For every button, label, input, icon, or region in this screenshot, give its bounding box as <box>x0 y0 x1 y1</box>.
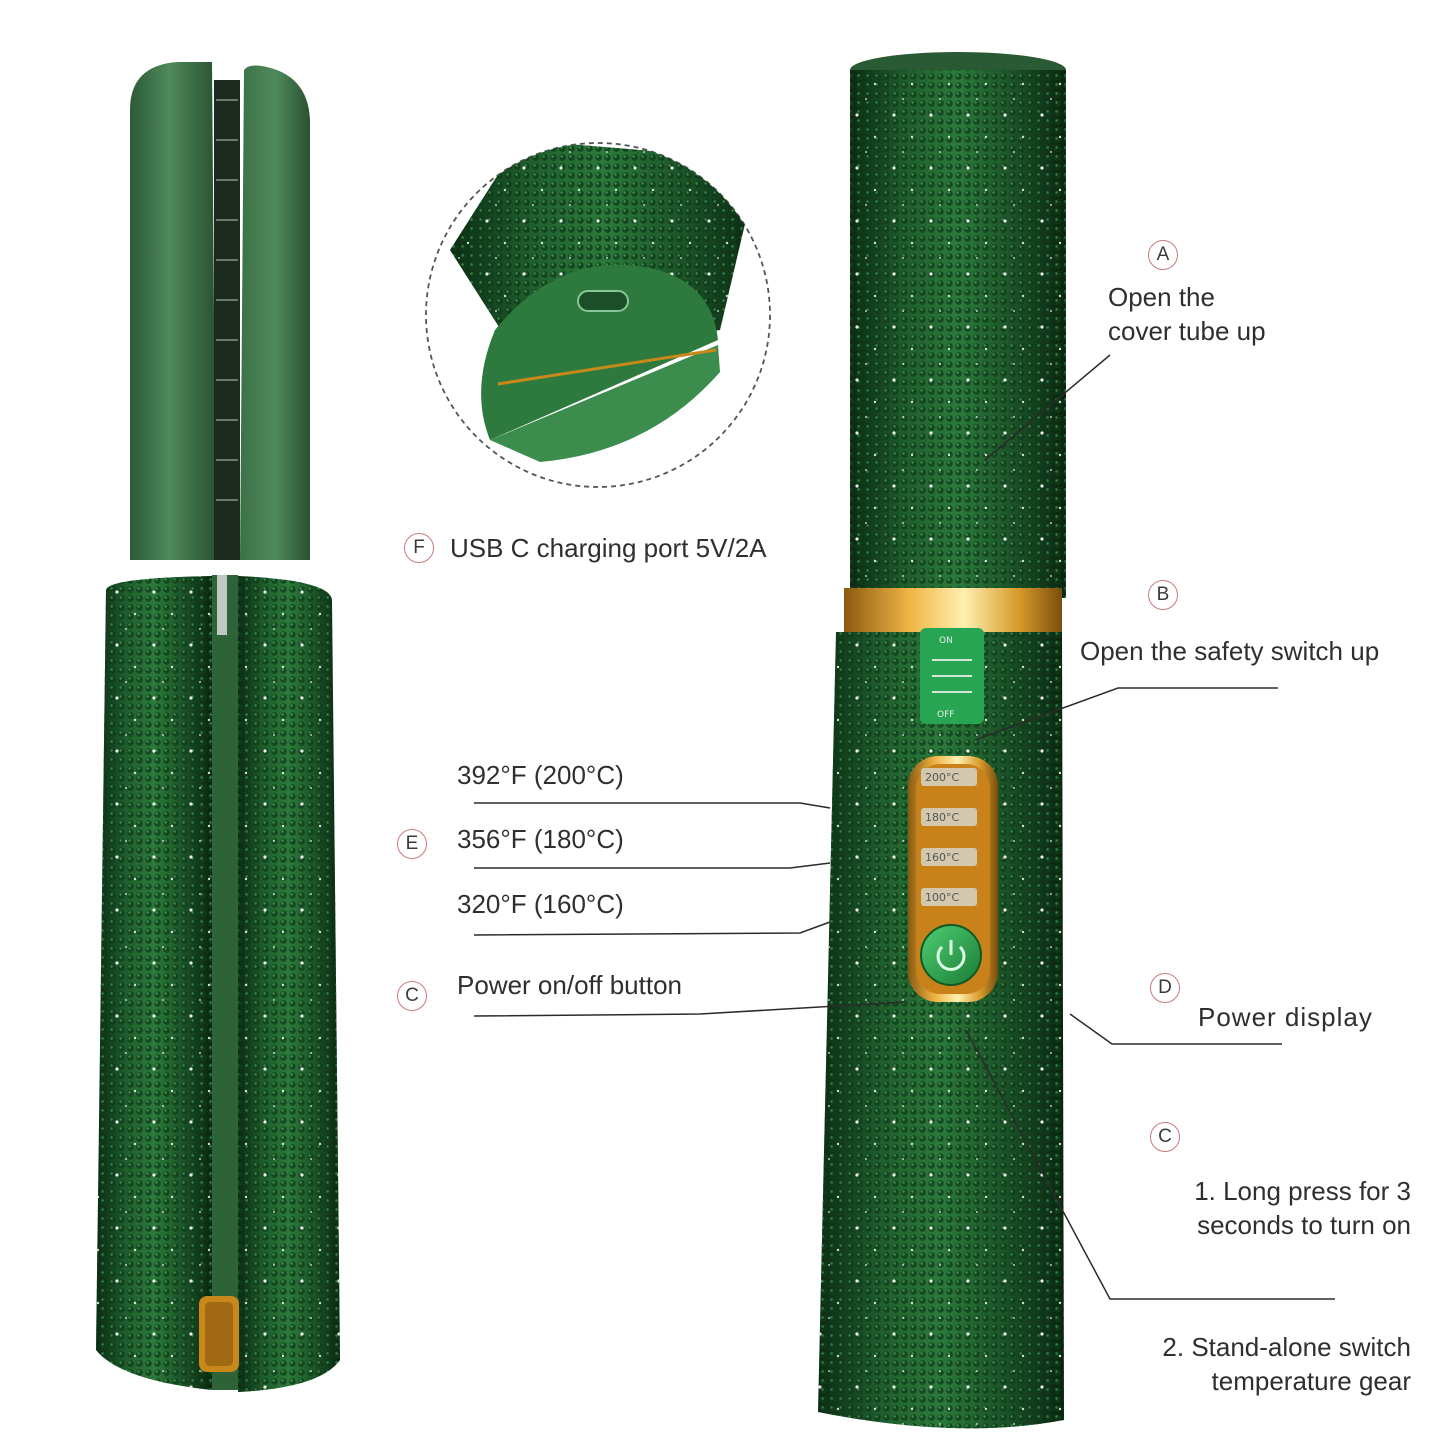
callout-b-text: Open the safety switch up <box>1080 636 1380 666</box>
callout-f-text: USB C charging port 5V/2A <box>450 533 767 563</box>
switch-off-label: OFF <box>937 710 954 720</box>
callout-c-right-line2: seconds to turn on <box>1197 1210 1411 1241</box>
level-160-label: 160°C <box>925 851 959 864</box>
callout-c-left-text: Power on/off button <box>457 970 683 1000</box>
callout-c-right-text-b: 2. Stand-alone switch temperature gear <box>1162 1330 1411 1399</box>
temp-392-label: 392°F (200°C) <box>457 760 624 790</box>
temp-320-label: 320°F (160°C) <box>457 889 624 919</box>
callout-c-right-text-a: 1. Long press for 3 seconds to turn on <box>1194 1174 1411 1243</box>
callout-c-right-line3: 2. Stand-alone switch <box>1162 1332 1411 1362</box>
temp-356-label: 356°F (180°C) <box>457 824 624 854</box>
level-200-label: 200°C <box>925 771 959 784</box>
callout-d-text: Power display <box>1198 1002 1373 1032</box>
callout-a-line2: cover tube up <box>1108 316 1266 347</box>
level-100-label: 100°C <box>925 891 959 904</box>
right-device-closed <box>818 52 1066 1429</box>
callout-c-right-line4: temperature gear <box>1211 1366 1411 1397</box>
switch-on-label: ON <box>939 636 953 646</box>
left-device-open <box>96 62 340 1392</box>
callout-b-marker: B <box>1148 580 1178 610</box>
callout-a-text: Open the cover tube up <box>1108 280 1266 349</box>
callout-a-line1: Open the <box>1108 282 1215 312</box>
callout-c-left-marker: C <box>397 981 427 1011</box>
usb-port-zoom <box>425 142 771 488</box>
callout-e-marker: E <box>397 829 427 859</box>
callout-d-marker: D <box>1150 973 1180 1003</box>
level-180-label: 180°C <box>925 811 959 824</box>
leader-lines <box>473 354 1335 1300</box>
callout-a-marker: A <box>1148 240 1178 270</box>
callout-c-right-line1: 1. Long press for 3 <box>1194 1176 1411 1206</box>
callout-c-right-marker: C <box>1150 1122 1180 1152</box>
callout-f-marker: F <box>404 533 434 563</box>
